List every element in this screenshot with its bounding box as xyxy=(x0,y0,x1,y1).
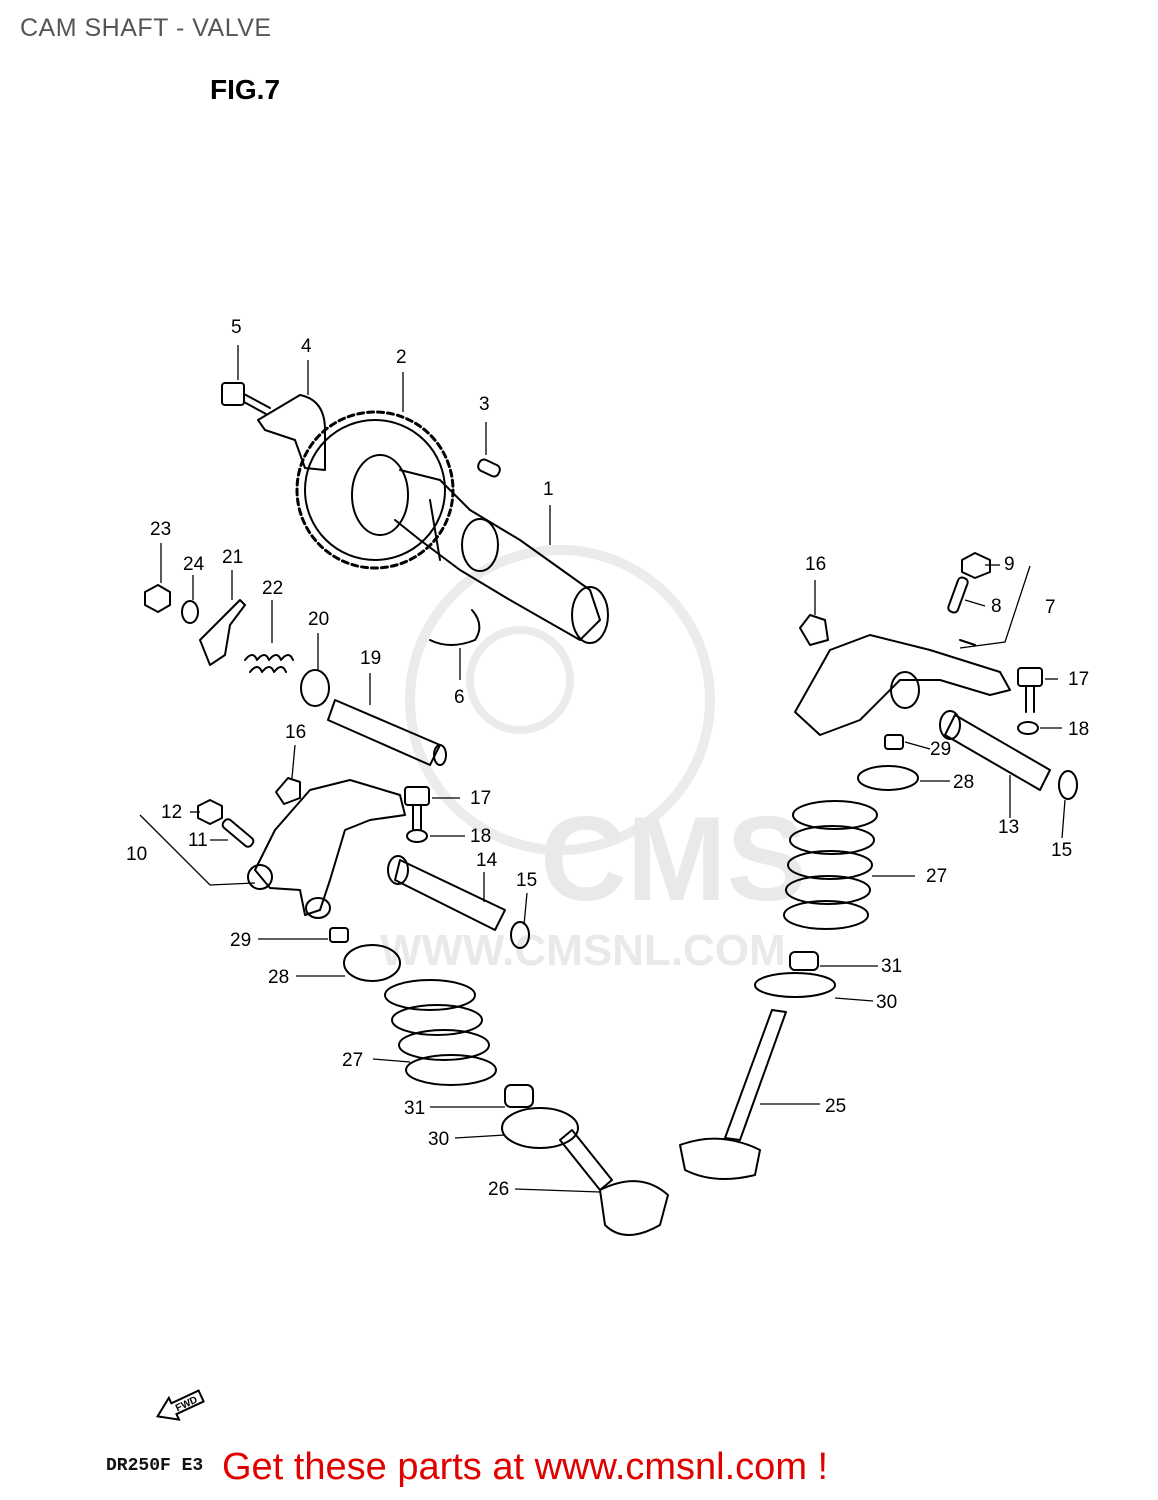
shaft-bolt-left xyxy=(404,786,430,831)
callout-16-left: 16 xyxy=(285,722,306,743)
lever-nut xyxy=(144,584,171,613)
callout-22: 22 xyxy=(262,578,283,599)
callout-6: 6 xyxy=(454,687,465,708)
lever-washer xyxy=(181,600,199,624)
spring-retainer-left xyxy=(343,944,401,982)
callout-17-right: 17 xyxy=(1068,669,1089,690)
callout-28-right: 28 xyxy=(953,772,974,793)
callout-5: 5 xyxy=(231,317,242,338)
decompression-shaft xyxy=(327,699,447,766)
spring-retainer-right xyxy=(857,765,919,791)
page-title: CAM SHAFT - VALVE xyxy=(20,14,272,42)
callout-19: 19 xyxy=(360,648,381,669)
cmsnl-watermark: CMS WWW.CMSNL.COM xyxy=(380,545,807,975)
sprocket-bolt xyxy=(221,382,271,415)
o-ring-right xyxy=(1058,770,1078,800)
rocker-shaft-left xyxy=(387,855,506,931)
fwd-arrow-icon: FWD xyxy=(155,1389,205,1421)
callout-labels: 1 2 3 4 5 6 7 8 9 10 11 12 13 14 15 15 1… xyxy=(126,317,1089,1200)
callout-18-right: 18 xyxy=(1068,719,1089,740)
o-ring-left xyxy=(510,921,530,949)
callout-4: 4 xyxy=(301,336,312,357)
gasket-left xyxy=(275,777,301,805)
lock-nut-left xyxy=(197,799,223,825)
fwd-label: FWD xyxy=(174,1395,199,1415)
callout-21: 21 xyxy=(222,547,243,568)
oil-seal xyxy=(300,669,330,707)
return-spring xyxy=(244,654,294,673)
stem-seal-left xyxy=(504,1084,534,1108)
callout-30-left: 30 xyxy=(428,1129,449,1150)
camshaft xyxy=(394,469,609,644)
washer-right xyxy=(1017,721,1039,735)
callout-15-right: 15 xyxy=(1051,840,1072,861)
adjust-screw-left xyxy=(221,818,255,848)
callout-14: 14 xyxy=(476,850,498,871)
callout-25: 25 xyxy=(825,1096,846,1117)
callout-29-right: 29 xyxy=(930,739,951,760)
rocker-arm-right xyxy=(794,634,1011,736)
callout-27-right: 27 xyxy=(926,866,947,887)
stem-seal-right xyxy=(789,951,819,971)
valve-spring-left xyxy=(384,979,497,1086)
figure-label: FIG.7 xyxy=(210,74,281,105)
callout-28-left: 28 xyxy=(268,967,289,988)
rocker-arm-left xyxy=(247,779,406,919)
callout-30-right: 30 xyxy=(876,992,897,1013)
spring-seat-left xyxy=(501,1107,579,1149)
valve-spring-right xyxy=(783,800,878,930)
valve-cotter-left xyxy=(329,927,349,943)
callout-17-left: 17 xyxy=(470,788,491,809)
cam-sprocket xyxy=(295,410,455,570)
callout-12: 12 xyxy=(161,802,182,823)
callout-31-right: 31 xyxy=(881,956,902,977)
leader-lines xyxy=(139,345,1066,1193)
callout-24: 24 xyxy=(183,554,205,575)
callout-13: 13 xyxy=(998,817,1019,838)
callout-18-left: 18 xyxy=(470,826,491,847)
lock-nut-right xyxy=(961,552,991,579)
callout-9: 9 xyxy=(1004,554,1015,575)
callout-1: 1 xyxy=(543,479,554,500)
rocker-shaft-right xyxy=(939,710,1051,791)
callout-26: 26 xyxy=(488,1179,509,1200)
callout-8: 8 xyxy=(991,596,1002,617)
valve-intake xyxy=(559,1129,669,1236)
callout-20: 20 xyxy=(308,609,329,630)
valve-cotter-right xyxy=(884,734,904,750)
gasket-right xyxy=(799,614,829,646)
circlip xyxy=(429,609,481,646)
callout-11: 11 xyxy=(188,830,208,851)
adjust-screw-right xyxy=(947,576,969,614)
decompression-lever xyxy=(199,599,246,666)
watermark-brand: CMS xyxy=(540,792,807,926)
promo-link[interactable]: Get these parts at www.cmsnl.com ! xyxy=(222,1446,829,1488)
model-code: DR250F E3 xyxy=(106,1456,204,1476)
callout-31-left: 31 xyxy=(404,1098,425,1119)
callout-23: 23 xyxy=(150,519,171,540)
washer-left xyxy=(406,829,428,843)
valve-exhaust xyxy=(679,1009,787,1180)
callout-10: 10 xyxy=(126,844,147,865)
callout-3: 3 xyxy=(479,394,490,415)
watermark-url: WWW.CMSNL.COM xyxy=(380,926,786,975)
callout-27-left: 27 xyxy=(342,1050,363,1071)
dowel-pin xyxy=(477,458,501,478)
callout-7: 7 xyxy=(1045,597,1056,618)
callout-29-left: 29 xyxy=(230,930,251,951)
callout-2: 2 xyxy=(396,347,407,368)
spring-seat-right xyxy=(754,972,836,998)
callout-15-left: 15 xyxy=(516,870,537,891)
callout-16-right: 16 xyxy=(805,554,826,575)
retainer-plate xyxy=(257,394,326,471)
shaft-bolt-right xyxy=(1017,667,1043,713)
